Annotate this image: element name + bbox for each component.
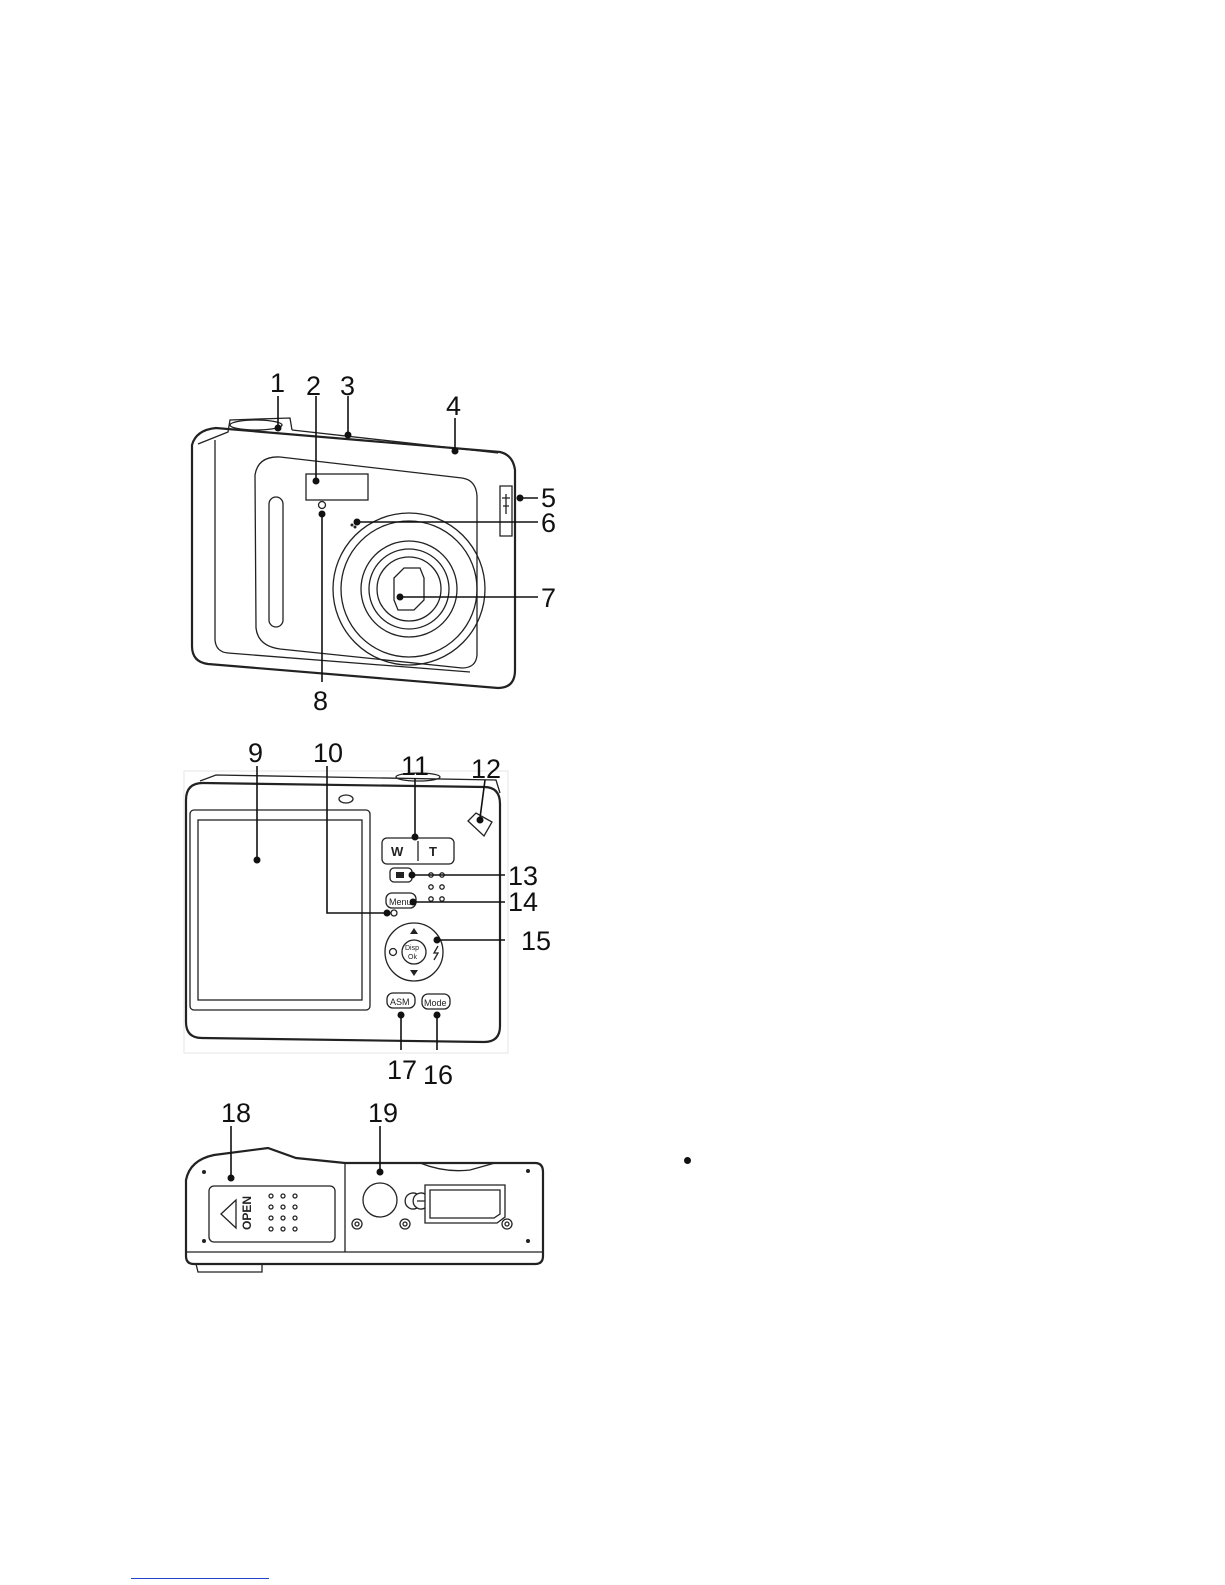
callout-4: 4 bbox=[446, 391, 461, 421]
back-camera-body bbox=[184, 771, 508, 1053]
callout-19: 19 bbox=[368, 1098, 398, 1128]
callout-17: 17 bbox=[387, 1055, 417, 1085]
callout-9: 9 bbox=[248, 738, 263, 768]
callout-15: 15 bbox=[521, 926, 551, 956]
callout-2: 2 bbox=[306, 371, 321, 401]
callout-12: 12 bbox=[471, 754, 501, 784]
callout-7: 7 bbox=[541, 583, 556, 613]
callout-8: 8 bbox=[313, 686, 328, 716]
disp-label: Disp bbox=[405, 945, 419, 952]
mode-button-label: Mode bbox=[424, 998, 447, 1008]
battery-door-label: OPEN bbox=[240, 1196, 254, 1230]
back-view: W T Menu Disp Ok ASM bbox=[184, 738, 551, 1090]
callout-14: 14 bbox=[508, 887, 538, 917]
bottom-view: OPEN 18 19 bbox=[186, 1098, 543, 1272]
list-bullet bbox=[684, 1157, 691, 1164]
callout-10: 10 bbox=[313, 738, 343, 768]
menu-button-label: Menu bbox=[389, 897, 412, 907]
zoom-tele-label: T bbox=[429, 844, 437, 859]
callout-6: 6 bbox=[541, 508, 556, 538]
callout-16: 16 bbox=[423, 1060, 453, 1090]
callout-18: 18 bbox=[221, 1098, 251, 1128]
callout-1: 1 bbox=[270, 368, 285, 398]
ok-label: Ok bbox=[408, 954, 417, 961]
front-view: 1 2 3 4 5 6 7 8 bbox=[192, 368, 556, 716]
asm-button-label: ASM bbox=[390, 997, 410, 1007]
callout-3: 3 bbox=[340, 371, 355, 401]
footer-link-underline bbox=[131, 1578, 269, 1579]
zoom-wide-label: W bbox=[391, 844, 404, 859]
callout-11: 11 bbox=[401, 751, 429, 781]
